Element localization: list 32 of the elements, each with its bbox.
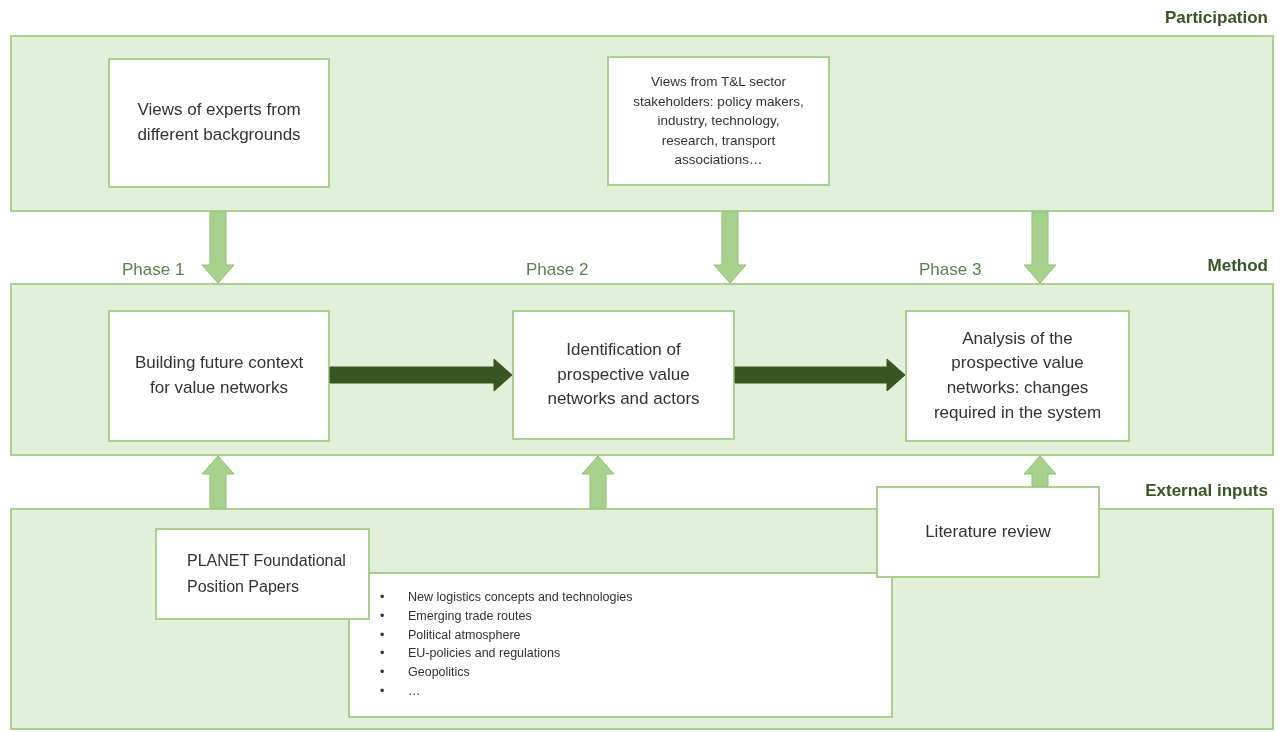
process-box <box>607 56 830 186</box>
box-text: Views of experts from different backgrounds <box>136 99 302 146</box>
phase-label: Phase 1 <box>122 260 185 280</box>
input-box <box>155 528 370 620</box>
box-text: Literature review <box>925 520 1051 543</box>
phase-label: Phase 3 <box>919 260 982 280</box>
box-text: Analysis of the prospective value networks: changes required in the system <box>932 327 1103 424</box>
block-arrow <box>1023 455 1057 487</box>
bullet-item: • … <box>380 682 422 700</box>
bullet-list-box <box>348 572 893 718</box>
band-heading: External inputs <box>1145 481 1268 501</box>
phase-label: Phase 2 <box>526 260 589 280</box>
block-arrow <box>713 211 747 284</box>
box-text: PLANET Foundational Position Papers <box>187 551 346 597</box>
bullet-item: • Geopolitics <box>380 664 471 681</box>
block-arrow <box>329 358 513 392</box>
bullet-item: • New logistics concepts and technologies <box>380 589 633 606</box>
process-box <box>108 58 330 188</box>
band-heading: Participation <box>1165 8 1268 28</box>
band-heading: Method <box>1207 256 1268 276</box>
block-arrow <box>581 455 615 509</box>
bullet-item: • Political atmosphere <box>380 626 522 644</box>
box-text: Identification of prospective value networks and actors <box>546 339 701 411</box>
bullet-item: • EU-policies and regulations <box>380 645 562 663</box>
bullet-item: • Emerging trade routes <box>380 607 533 625</box>
block-arrow <box>1023 211 1057 284</box>
box-text: Views from T&L sector stakeholders: policy makers, industry, technology, research, transport associations… <box>632 73 805 170</box>
block-arrow <box>201 455 235 509</box>
block-arrow <box>734 358 906 392</box>
box-text: Building future context for value networks <box>133 352 305 399</box>
process-box <box>876 486 1100 578</box>
block-arrow <box>201 211 235 284</box>
